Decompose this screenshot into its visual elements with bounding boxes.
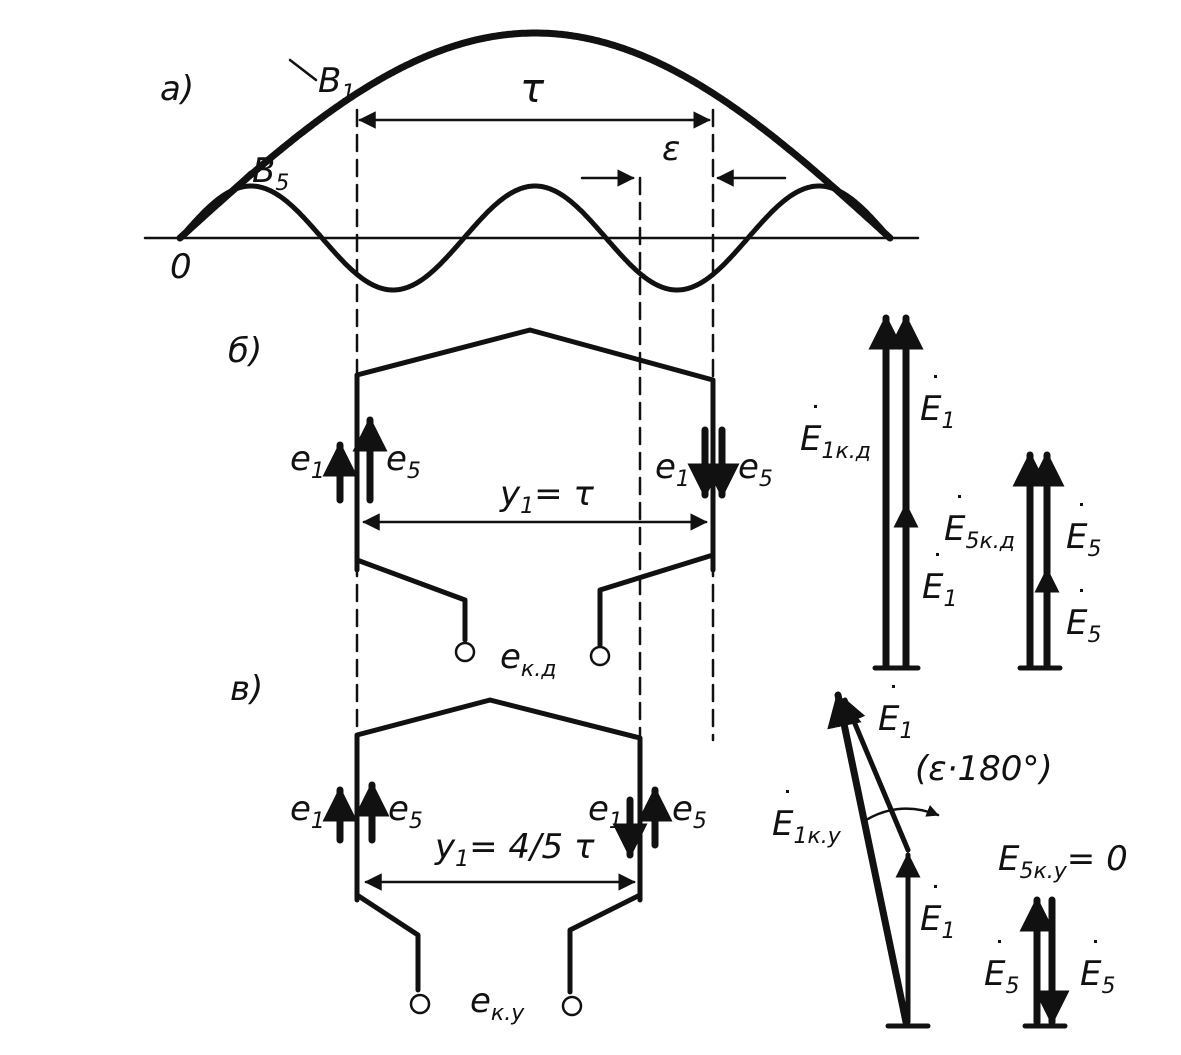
part-c-label: в) [230,669,263,709]
b1-fundamental-wave [176,29,894,242]
short-e1-resultant-label: E1к.у [772,804,842,849]
full-e5-right-label: e5 [738,447,773,492]
short-e5-left-dot: ˙ [992,936,1007,971]
epsilon-label: ε [662,129,680,169]
short-e1-top-label: E1 [878,699,913,744]
full-e1-left-label: e1 [290,439,325,484]
b5-label: B5 [252,151,289,196]
full-e1-resultant-dot: ˙ [808,401,823,436]
full-e5-bottom-dot: ˙ [1074,585,1089,620]
full-e5-top-dot: ˙ [1074,499,1089,534]
short-e5-left-label: e5 [388,789,423,834]
full-pitch-phasors: E1к.д ˙ E1 ˙ E1 ˙ E5к.д ˙ E5 ˙ E5 ˙ [800,314,1101,671]
short-e1-phasor-upper [842,697,911,853]
full-pitch-coil: б) e1 e5 e1 e5 y1= τ eк.д [228,327,773,682]
short-coil-terminal-right [561,995,583,1017]
origin-label: 0 [170,247,192,287]
tau-label: τ [520,66,545,112]
full-coil-terminal-right [589,645,611,667]
short-e1-lower-label: E1 [920,899,955,944]
b5-leader [220,170,252,200]
short-angle-arc [864,805,940,822]
full-e5-resultant-label: E5к.д [944,509,1015,554]
short-pitch-label: y1= 4/5 τ [434,827,595,872]
projection-lines [355,108,715,742]
short-coil-terminal-left [409,993,431,1015]
short-pitch-phasors: E1к.у ˙ E1 ˙ (ε·180°) E1 ˙ E5к.у= 0 E5 ˙… [772,681,1128,1029]
full-coil-emf-label: eк.д [500,637,556,682]
full-e5-left-label: e5 [386,439,421,484]
short-pitch-coil: в) e1 e5 e1 e5 y1= 4/5 τ eк.у [230,669,707,1026]
short-e5-right-label: E5 [1080,954,1115,999]
short-e1-resultant-dot: ˙ [780,786,795,821]
b5-fifth-harmonic-wave [177,183,893,293]
short-e5-right-dot: ˙ [1088,936,1103,971]
full-pitch-label: y1= τ [499,474,594,519]
full-coil-terminal-left [454,641,476,663]
full-e1-resultant-label: E1к.д [800,419,871,464]
part-b-label: б) [228,331,262,371]
full-e1-top-label: E1 [920,389,955,434]
short-angle-note: (ε·180°) [915,749,1053,789]
short-e1-right-label: e1 [588,789,623,834]
full-coil-lead-right [597,552,716,648]
full-e5-resultant-dot: ˙ [952,491,967,526]
short-e5-resultant-label: E5к.у= 0 [998,839,1128,884]
short-coil-lead-left [354,892,421,993]
full-e1-right-label: e1 [655,447,690,492]
full-e5-top-label: E5 [1066,517,1101,562]
short-e1-resultant-phasor [827,691,910,1026]
b1-label: B1 [318,61,355,106]
short-e5-left-label: E5 [984,954,1019,999]
part-a-label: a) [160,69,194,109]
full-e1-top-dot: ˙ [928,371,943,406]
short-coil-emf-label: eк.у [470,981,525,1026]
full-coil-lead-left [354,557,468,643]
short-e1-top-dot: ˙ [886,681,901,716]
b1-leader [288,58,318,82]
short-e5-right-label: e5 [672,789,707,834]
full-e1-bottom-label: E1 [922,567,957,612]
full-e1-bottom-dot: ˙ [930,549,945,584]
short-e1-left-label: e1 [290,789,325,834]
short-coil-lead-right [567,892,643,995]
short-e1-lower-dot: ˙ [928,881,943,916]
waveform-section: a) 0 B1 B5 τ ε [143,29,920,293]
full-e5-bottom-label: E5 [1066,603,1101,648]
